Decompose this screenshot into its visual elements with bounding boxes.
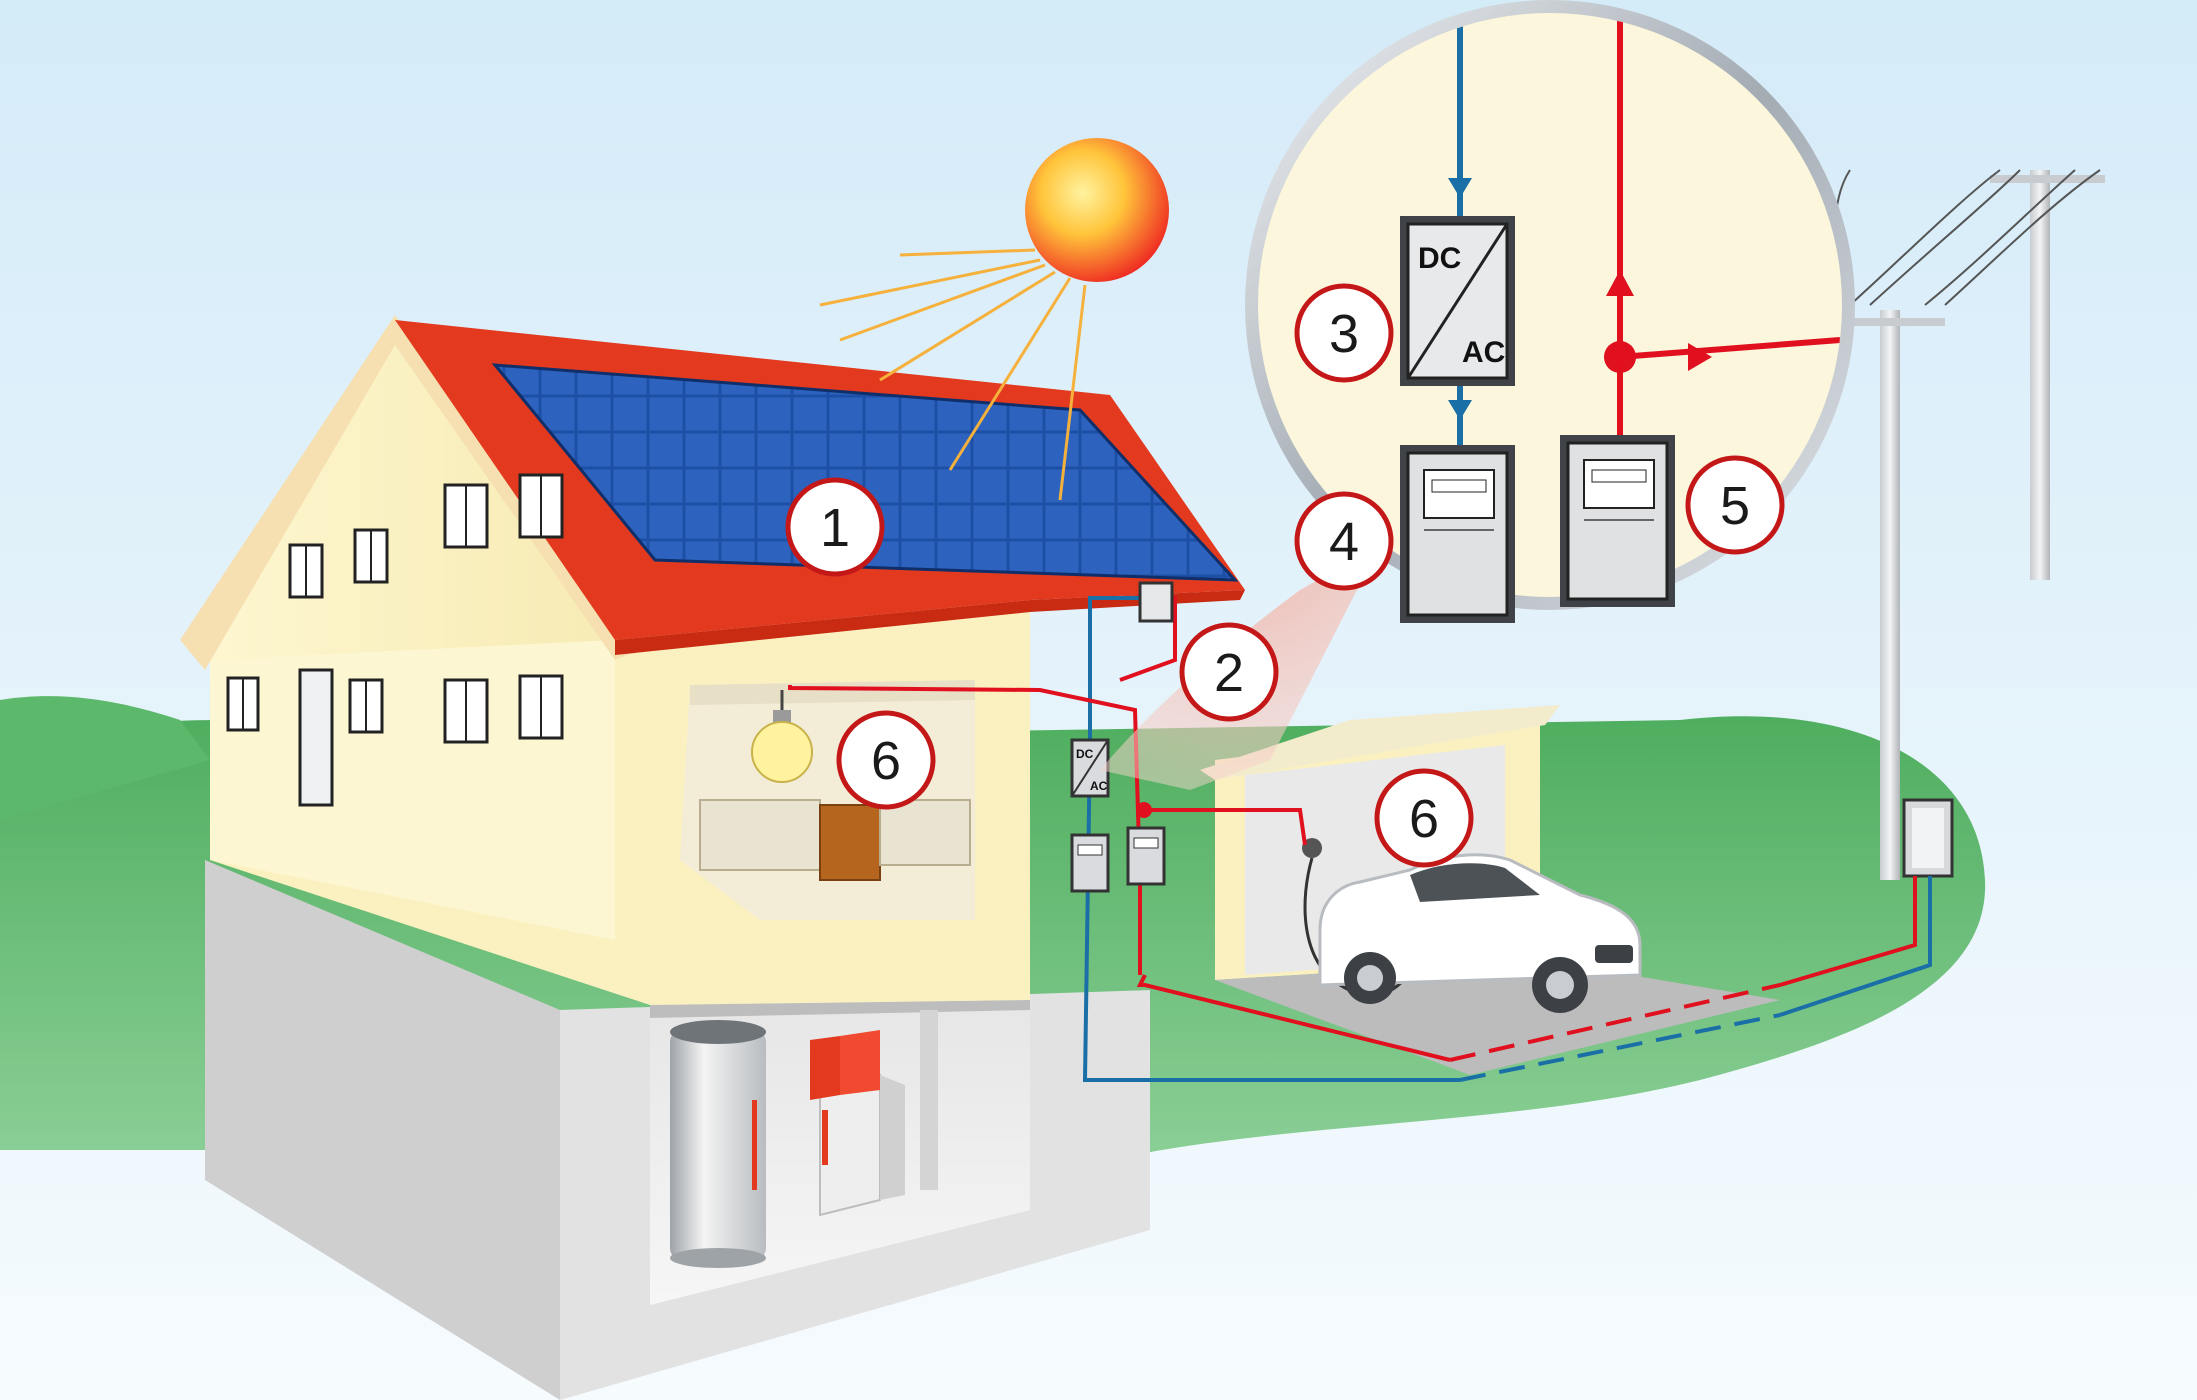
windows-gable	[226, 528, 389, 734]
callout-5: 5	[1685, 455, 1785, 555]
front-door	[298, 668, 334, 807]
callout-1: 1	[785, 477, 885, 577]
callout-3: 3	[1294, 283, 1394, 383]
foundation-left-face	[205, 860, 560, 1400]
electricity-meter-icon	[1560, 435, 1675, 607]
callout-3-label: 3	[1329, 304, 1359, 364]
callout-6-garage: 6	[1374, 768, 1474, 868]
callout-6b-label: 6	[1409, 789, 1439, 849]
basement-pillar	[920, 1010, 938, 1190]
callout-2-label: 2	[1214, 643, 1244, 703]
inverter-small-dc: DC	[1076, 747, 1094, 761]
kitchen-cabinets	[699, 799, 821, 871]
inverter-ac-label: AC	[1462, 336, 1505, 369]
basement-ceiling	[650, 1000, 1030, 1018]
callout-5-label: 5	[1720, 476, 1750, 536]
electric-car-icon	[1318, 853, 1642, 1013]
callout-1-label: 1	[820, 498, 850, 558]
inverter-icon: DC AC	[1400, 216, 1515, 386]
wooden-door	[819, 804, 881, 881]
callout-6-interior: 6	[836, 710, 936, 810]
storage-tank-icon	[670, 1020, 766, 1268]
sun-icon	[819, 138, 1169, 501]
magnifier-lens: DC AC	[1245, 0, 1855, 623]
utility-pole-icon	[1834, 169, 2105, 880]
electricity-meter-icon	[1400, 445, 1515, 623]
roof-junction-box	[1138, 581, 1174, 623]
windows-front	[298, 473, 564, 807]
callout-4-label: 4	[1329, 512, 1359, 572]
callout-6a-label: 6	[871, 731, 901, 791]
callout-2: 2	[1179, 622, 1279, 722]
grass-left	[0, 696, 210, 820]
house-meters	[1070, 826, 1166, 893]
inverter-dc-label: DC	[1418, 242, 1461, 275]
callout-4: 4	[1294, 491, 1394, 591]
light-bulb-icon	[751, 690, 813, 783]
water-boiler-icon	[810, 1030, 905, 1217]
solar-panel-icon	[495, 365, 1235, 580]
inverter-small-ac: AC	[1090, 779, 1108, 793]
